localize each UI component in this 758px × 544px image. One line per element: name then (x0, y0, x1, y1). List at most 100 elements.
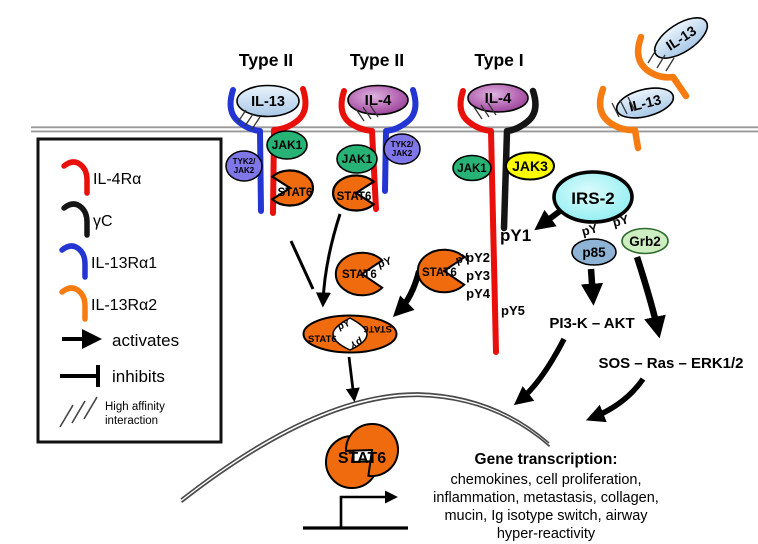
stat6-label: STAT6 (342, 269, 377, 281)
py4-label: pY4 (466, 286, 491, 301)
p85-label: p85 (582, 245, 606, 260)
high-affinity-hatch-marks (647, 49, 675, 72)
gene-transcription-line-4: hyper-reactivity (497, 526, 596, 542)
nucleus-membrane-arc (180, 392, 551, 503)
stat6-pacman (345, 422, 399, 477)
legend-label-activates: activates (112, 331, 179, 350)
type1-receptor-il4: IL-4 JAK1 JAK3 (452, 83, 555, 355)
pi3k-akt-pathway-label: PI3-K – AKT (549, 315, 634, 332)
il4ra-hook-icon (61, 159, 90, 196)
jak3-kinase (505, 151, 555, 181)
il13-ligand (236, 84, 300, 118)
il13ra1-chain (382, 87, 419, 194)
legend-item-il4ra: IL-4Rα (61, 159, 141, 196)
gamma-c-hook-icon (61, 201, 90, 238)
py-label-p85: pY (580, 221, 600, 239)
stat6-label: STAT6 (337, 191, 372, 203)
il13-ligand-label: IL-13 (627, 91, 663, 114)
il13ra1-chain (227, 87, 264, 214)
il13-ligand (615, 87, 675, 119)
jak1-kinase (336, 144, 378, 174)
tyk2-label: TYK2/ (391, 140, 414, 149)
il4ra-chain (270, 86, 309, 216)
il13ra1-hook-icon (59, 243, 88, 280)
arrow-irs2-to-py1 (534, 208, 562, 231)
stat6-pacman (418, 250, 464, 293)
legend-item-inhibits: inhibits (60, 365, 165, 387)
py2-label: pY2 (466, 250, 490, 265)
type2-receptor-il4: IL-4 TYK2/ JAK2 JAK1 STAT6 (333, 84, 421, 212)
arrow-stat6-from-receptor1 (289, 240, 315, 290)
arrow-pi3k-to-gene (513, 337, 567, 406)
arrow-grb2-to-sos (633, 256, 666, 339)
irs2-branch: IRS-2 pY pY p85 Grb2 PI3-K – AKT SOS – R… (513, 170, 744, 423)
tyk2-label: TYK2/ (233, 157, 256, 166)
transcription-start-arrow (303, 490, 408, 530)
il13ra2-chain (596, 85, 642, 152)
legend-label-gamma-c: γC (93, 213, 113, 230)
grb2-adaptor (621, 227, 669, 255)
jak1-label: JAK1 (457, 163, 487, 175)
stat6-nuclear-dimer: STAT6 (325, 422, 399, 490)
jak2-label: JAK2 (234, 166, 255, 175)
jak1-label: JAK1 (272, 138, 303, 152)
il13ra2-hook-icon (59, 285, 88, 322)
stat6-monomer-right: STAT6 pY (418, 250, 472, 293)
arrow-monomer-to-dimer (392, 270, 422, 318)
legend-item-il13ra1: IL-13Rα1 (59, 243, 157, 280)
arrow-sos-to-gene (585, 377, 646, 423)
il13-ligand (653, 17, 709, 59)
legend-label-high-affinity-2: interaction (105, 415, 158, 427)
gene-transcription-line-1: chemokines, cell proliferation, (450, 472, 641, 488)
py5-label: pY5 (501, 303, 525, 318)
py-superscript: pY (454, 251, 472, 267)
tyk2-jak2-kinase (383, 133, 421, 165)
jak1-label: JAK1 (342, 152, 373, 166)
gene-transcription-title: Gene transcription: (475, 451, 618, 468)
high-affinity-hatch-marks (237, 109, 261, 130)
py-label-grb2: pY (611, 212, 631, 230)
il13ra2-decoy-membrane: IL-13 (596, 85, 675, 152)
gene-transcription-text: Gene transcription: chemokines, cell pro… (433, 451, 659, 542)
py-superscript: pY (376, 255, 394, 271)
irs2-adaptor (552, 170, 634, 224)
jak3-label: JAK3 (512, 158, 548, 174)
jak1-kinase (266, 130, 308, 160)
il4-ligand-label: IL-4 (485, 90, 512, 107)
gene-transcription-line-3: mucin, Ig isotype switch, airway (444, 508, 648, 524)
stat6-label-rotated: STAT6 (363, 323, 392, 334)
stat6-protein (272, 171, 313, 206)
il4ra-chain (457, 88, 499, 355)
il4ra-chain (338, 88, 379, 212)
il4-ligand-label: IL-4 (365, 92, 392, 109)
jak2-label: JAK2 (392, 149, 413, 158)
stat6-label: STAT6 (308, 334, 337, 345)
stat6-protein (333, 176, 374, 211)
legend-label-inhibits: inhibits (112, 367, 165, 386)
tyk2-jak2-kinase (225, 150, 263, 182)
high-affinity-hatch-marks (355, 104, 379, 122)
py3-label: pY3 (466, 268, 490, 283)
stat6-label: STAT6 (278, 187, 313, 199)
stat6-pacman (336, 253, 382, 296)
il13ra2-decoy-soluble: IL-13 (634, 17, 709, 100)
stat6-label: STAT6 (338, 450, 386, 467)
legend-box: IL-4Rα γC IL-13Rα1 IL-13Rα2 activates in… (36, 137, 223, 444)
gene-transcription-line-2: inflammation, metastasis, collagen, (433, 490, 659, 506)
stat6-dimer-interface (332, 317, 368, 351)
type2-right-title: Type II (350, 50, 404, 70)
il13-ligand-label: IL-13 (251, 94, 285, 110)
legend-label-high-affinity-1: High affinity (105, 401, 165, 413)
high-affinity-hatch-marks (473, 102, 497, 120)
sos-ras-erk-pathway-label: SOS – Ras – ERK1/2 (598, 355, 743, 372)
type2-left-title: Type II (239, 50, 293, 70)
stat6-dimer: STAT6 pY STAT6 pY (302, 314, 398, 354)
high-affinity-hatch-icon (59, 396, 98, 428)
py-superscript: pY (336, 318, 352, 333)
py-superscript-rotated: pY (348, 335, 364, 350)
stat6-activation-arrows (289, 213, 422, 403)
gamma-c-chain (500, 87, 539, 232)
grb2-label: Grb2 (629, 234, 661, 249)
arrow-dimer-to-nucleus (345, 356, 360, 403)
py1-label: pY1 (500, 226, 531, 245)
